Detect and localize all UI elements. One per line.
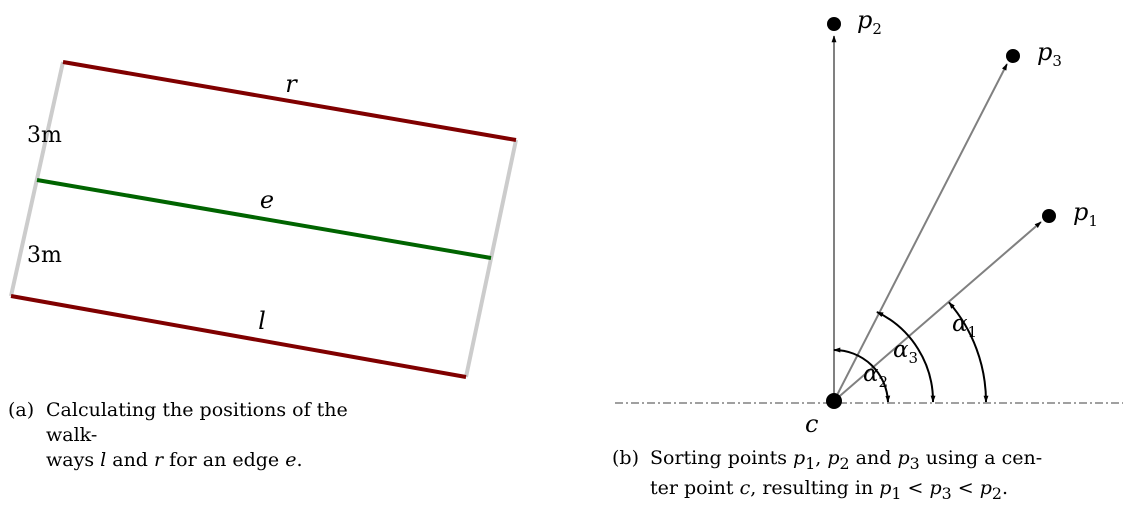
angle-arc-a3 (876, 311, 936, 403)
label-p2: p2 (857, 6, 882, 38)
side-line-left (9, 61, 65, 297)
label-alpha1: α1 (952, 311, 977, 341)
figure-a: r e l 3m 3m (9, 60, 518, 379)
walkway-l-line (10, 294, 467, 379)
point-c (826, 393, 842, 409)
figure-b: p2 p3 p1 c α1 α3 α2 (615, 6, 1123, 438)
caption-a-line1: Calculating the positions of the walk- (46, 399, 348, 446)
label-alpha3: α3 (893, 337, 918, 367)
point-p3 (1006, 49, 1020, 63)
caption-b-line2: ter point c, resulting in p1 < p3 < p2. (650, 476, 1009, 503)
caption-b-tag: (b) (612, 447, 639, 469)
label-c: c (805, 410, 818, 438)
angle-arc-a2 (833, 347, 891, 403)
walkway-r-line (62, 60, 517, 142)
caption-a-line2: ways l and r for an edge e. (46, 449, 303, 471)
caption-b-line1: Sorting points p1, p2 and p3 using a cen… (650, 447, 1043, 473)
edge-e-label: e (260, 186, 274, 214)
point-p1 (1042, 209, 1056, 223)
edge-e-line (36, 178, 492, 260)
label-alpha2: α2 (863, 361, 888, 391)
caption-b: (b) Sorting points p1, p2 and p3 using a… (612, 446, 1117, 506)
side-line-right (464, 139, 518, 378)
caption-a-tag: (a) (8, 399, 35, 421)
ray-p3 (833, 63, 1008, 402)
distance-label-lower: 3m (27, 243, 62, 268)
walkway-r-label: r (285, 70, 298, 98)
walkway-l-label: l (258, 307, 266, 335)
label-p1: p1 (1073, 198, 1098, 230)
caption-a: (a) Calculating the positions of the wal… (8, 398, 388, 473)
distance-label-upper: 3m (27, 123, 62, 148)
angle-arc-a1 (948, 301, 989, 403)
point-p2 (827, 17, 841, 31)
label-p3: p3 (1037, 38, 1062, 70)
